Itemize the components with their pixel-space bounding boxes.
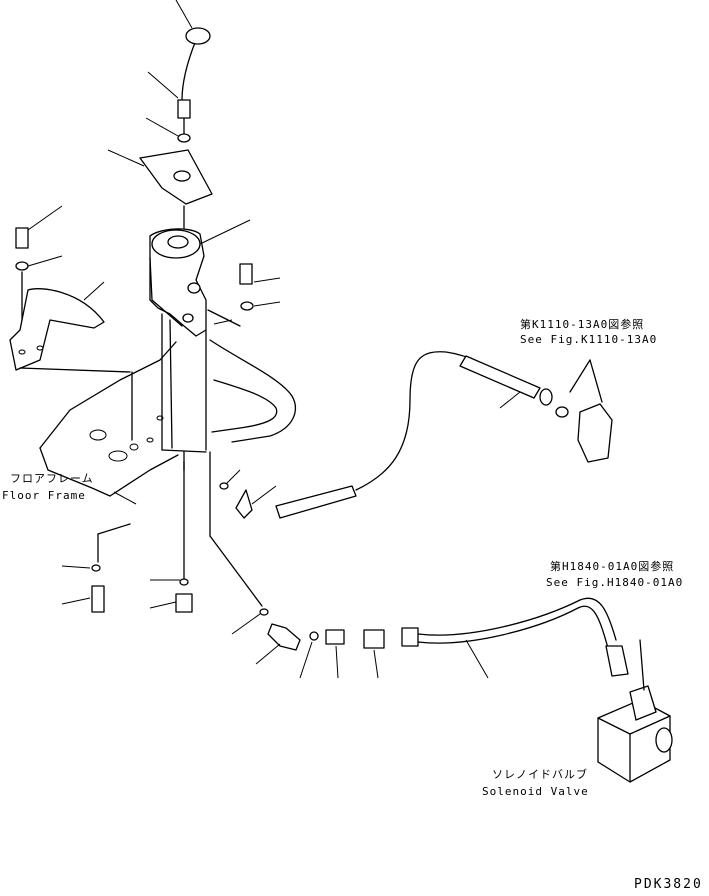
console-post (149, 228, 207, 453)
ref-label-top-en: See Fig.K1110-13A0 (520, 333, 658, 346)
ref-label-top-jp: 第K1110-13A0図参照 (520, 318, 645, 331)
floor-frame-label-jp: フロアフレーム (10, 472, 94, 485)
solenoid-label-en: Solenoid Valve (482, 785, 589, 798)
upper-connector (555, 359, 613, 463)
upper-cable (219, 351, 553, 519)
solenoid-valve (597, 639, 673, 783)
left-small-parts (91, 451, 193, 613)
leader-lines (27, 0, 521, 679)
right-bolt-assembly (207, 263, 254, 327)
left-cover-assembly (9, 227, 131, 373)
solenoid-label-jp: ソレノイドバルブ (492, 768, 588, 781)
ref-label-mid-jp: 第H1840-01A0図参照 (550, 560, 675, 573)
ref-label-mid-en: See Fig.H1840-01A0 (546, 576, 684, 589)
floor-frame-label-en: Floor Frame (2, 489, 86, 502)
drawing-code: PDK3820 (634, 877, 703, 892)
floor-frame-outline (39, 339, 296, 497)
cable-knob-assembly (139, 27, 213, 229)
lower-hose-assembly (259, 597, 629, 677)
